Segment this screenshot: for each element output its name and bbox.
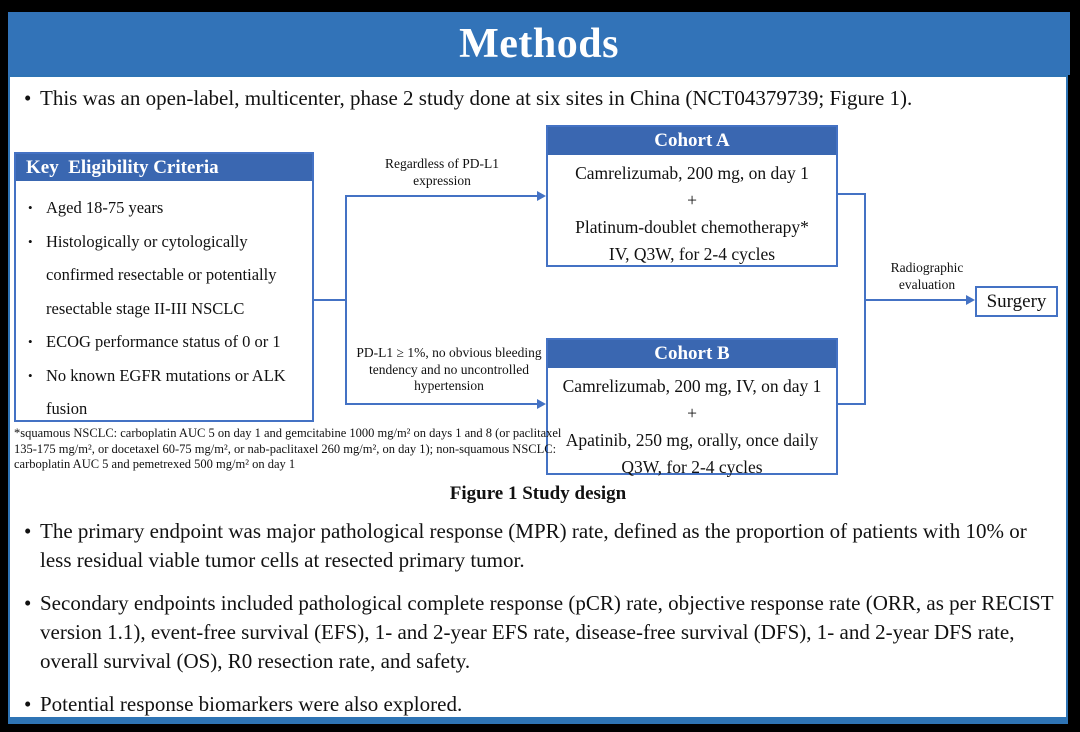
connector-to-cohort-a xyxy=(345,195,538,197)
title-bar: Methods xyxy=(8,12,1070,75)
surgery-box: Surgery xyxy=(975,286,1058,317)
cohort-a-line: IV, Q3W, for 2-4 cycles xyxy=(608,244,776,264)
cohort-a-line: Platinum-doublet chemotherapy* xyxy=(575,217,809,237)
biomarkers-bullet: • Potential response biomarkers were als… xyxy=(22,690,1056,719)
cohort-a-line: Camrelizumab, 200 mg, on day 1 xyxy=(575,163,809,183)
cohort-b-header: Cohort B xyxy=(548,340,836,368)
branch-bottom-label: PD-L1 ≥ 1%, no obvious bleeding tendency… xyxy=(356,345,542,393)
eligibility-body: • Aged 18-75 years • Histologically or c… xyxy=(16,181,312,426)
cohort-b-line: Camrelizumab, 200 mg, IV, on day 1 xyxy=(562,376,822,396)
primary-endpoint-bullet: • The primary endpoint was major patholo… xyxy=(22,517,1056,575)
bullet-marker: • xyxy=(28,200,33,215)
arrowhead-surgery xyxy=(966,295,975,305)
cohort-a-body: Camrelizumab, 200 mg, on day 1 + Platinu… xyxy=(548,155,836,268)
bullet-marker: • xyxy=(28,334,33,349)
arrowhead-cohort-a xyxy=(537,191,546,201)
cohort-b-line: Apatinib, 250 mg, orally, once daily xyxy=(565,430,819,450)
surgery-label: Surgery xyxy=(986,290,1047,312)
radiographic-evaluation-label: Radiographic evaluation xyxy=(890,260,964,292)
eligibility-item: • Aged 18-75 years xyxy=(20,191,306,225)
intro-bullet-text: This was an open-label, multicenter, pha… xyxy=(40,86,913,110)
connector-eligibility-stub xyxy=(314,299,345,301)
bullet-marker: • xyxy=(24,692,32,716)
connector-to-cohort-b xyxy=(345,403,538,405)
bullet-marker: • xyxy=(28,233,33,249)
eligibility-header: Key Eligibility Criteria xyxy=(16,154,312,181)
connector-cohort-a-out xyxy=(838,193,866,195)
secondary-endpoints-bullet: • Secondary endpoints included pathologi… xyxy=(22,589,1056,676)
content-area: • This was an open-label, multicenter, p… xyxy=(8,75,1068,724)
eligibility-item: • Histologically or cytologically confir… xyxy=(20,225,306,326)
bullet-marker: • xyxy=(24,591,32,615)
bullet-marker: • xyxy=(24,86,32,110)
figure-caption: Figure 1 Study design xyxy=(449,483,627,504)
connector-to-surgery xyxy=(864,299,967,301)
bullet-marker: • xyxy=(28,367,33,383)
cohort-b-box: Cohort B Camrelizumab, 200 mg, IV, on da… xyxy=(546,338,838,477)
arrowhead-cohort-b xyxy=(537,399,546,409)
cohort-a-line: + xyxy=(687,190,697,210)
connector-branch-vertical xyxy=(345,195,347,405)
cohort-b-line: Q3W, for 2-4 cycles xyxy=(621,457,763,477)
cohort-a-box: Cohort A Camrelizumab, 200 mg, on day 1 … xyxy=(546,125,838,267)
chemotherapy-footnote: *squamous NSCLC: carboplatin AUC 5 on da… xyxy=(14,426,562,471)
endpoints-section: • The primary endpoint was major patholo… xyxy=(22,517,1056,732)
eligibility-item: • ECOG performance status of 0 or 1 xyxy=(20,325,306,359)
cohort-b-body: Camrelizumab, 200 mg, IV, on day 1 + Apa… xyxy=(548,368,836,481)
eligibility-box: Key Eligibility Criteria • Aged 18-75 ye… xyxy=(14,152,314,422)
intro-bullet: • This was an open-label, multicenter, p… xyxy=(22,84,1052,113)
connector-cohort-b-out xyxy=(838,403,866,405)
cohort-a-header: Cohort A xyxy=(548,127,836,155)
branch-top-label: Regardless of PD-L1 expression xyxy=(385,156,499,188)
bullet-marker: • xyxy=(24,519,32,543)
cohort-b-line: + xyxy=(687,403,697,423)
page-title: Methods xyxy=(459,20,619,67)
eligibility-item: • No known EGFR mutations or ALK fusion xyxy=(20,359,306,426)
